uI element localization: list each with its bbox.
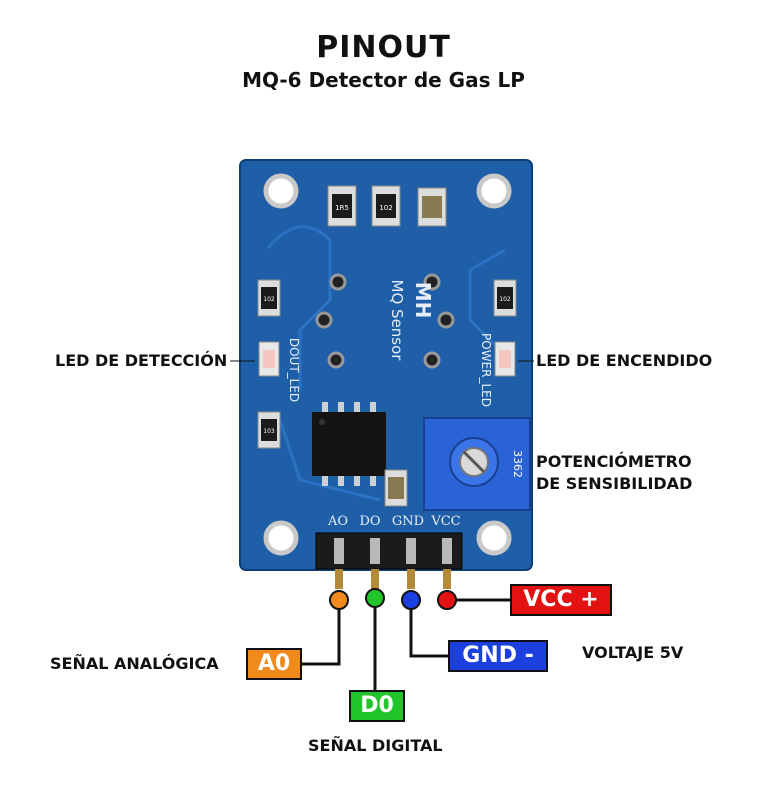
- smd-resistor-r5: 102: [493, 279, 517, 317]
- d0-pin-dot: [365, 588, 385, 608]
- page-title: PINOUT: [316, 30, 451, 65]
- smd-resistor-r4: 103: [257, 411, 281, 449]
- potentiometer-label-line2: DE SENSIBILIDAD: [536, 474, 693, 493]
- r5-label: 102: [499, 296, 511, 303]
- silk-power-led: POWER_LED: [479, 333, 493, 407]
- pin-header-labels: AO DO GND VCC: [327, 514, 461, 529]
- pin-label-ao: AO: [327, 514, 348, 529]
- led-power-label: LED DE ENCENDIDO: [536, 351, 713, 370]
- r2-label: 102: [379, 204, 392, 212]
- r3-label: 102: [263, 296, 275, 303]
- digital-signal-label: SEÑAL DIGITAL: [308, 736, 443, 755]
- pin-label-do: DO: [359, 514, 380, 529]
- smd-capacitor: [417, 187, 447, 227]
- gnd-pin-dot: [401, 590, 421, 610]
- vcc-pin-dot: [437, 590, 457, 610]
- gnd-connector-line: [409, 609, 448, 658]
- sensitivity-potentiometer: 3362: [423, 417, 531, 511]
- d0-tag: D0: [349, 690, 405, 722]
- pin-label-gnd: GND: [392, 514, 424, 529]
- r1-label: 1R5: [335, 204, 349, 212]
- led-detection-label: LED DE DETECCIÓN: [55, 351, 228, 370]
- a0-tag: A0: [246, 648, 302, 680]
- smd-capacitor-small: [384, 469, 408, 507]
- silk-sensor: MQ Sensor: [388, 280, 406, 362]
- smd-resistor-r1: 1R5: [327, 185, 357, 227]
- smd-resistor-r2: 102: [371, 185, 401, 227]
- page-subtitle: MQ-6 Detector de Gas LP: [242, 68, 525, 92]
- potentiometer-label-line1: POTENCIÓMETRO: [536, 452, 692, 471]
- voltage-label: VOLTAJE 5V: [582, 643, 684, 662]
- smd-resistor-r3: 102: [257, 279, 281, 317]
- a0-connector-line: [298, 609, 341, 666]
- pin-label-vcc: VCC: [430, 514, 460, 529]
- detection-led: [258, 341, 280, 377]
- vcc-tag: VCC +: [510, 584, 612, 616]
- a0-pin-dot: [329, 590, 349, 610]
- power-led: [494, 341, 516, 377]
- pin-header: [315, 532, 463, 589]
- analog-signal-label: SEÑAL ANALÓGICA: [50, 654, 219, 673]
- silk-dout-led: DOUT_LED: [287, 338, 301, 402]
- sensor-pads: [315, 273, 455, 369]
- comparator-ic: [312, 402, 386, 486]
- r4-label: 103: [263, 428, 275, 435]
- pot-label: 3362: [511, 450, 524, 478]
- gnd-tag: GND -: [448, 640, 548, 672]
- silk-brand: MH: [411, 282, 435, 319]
